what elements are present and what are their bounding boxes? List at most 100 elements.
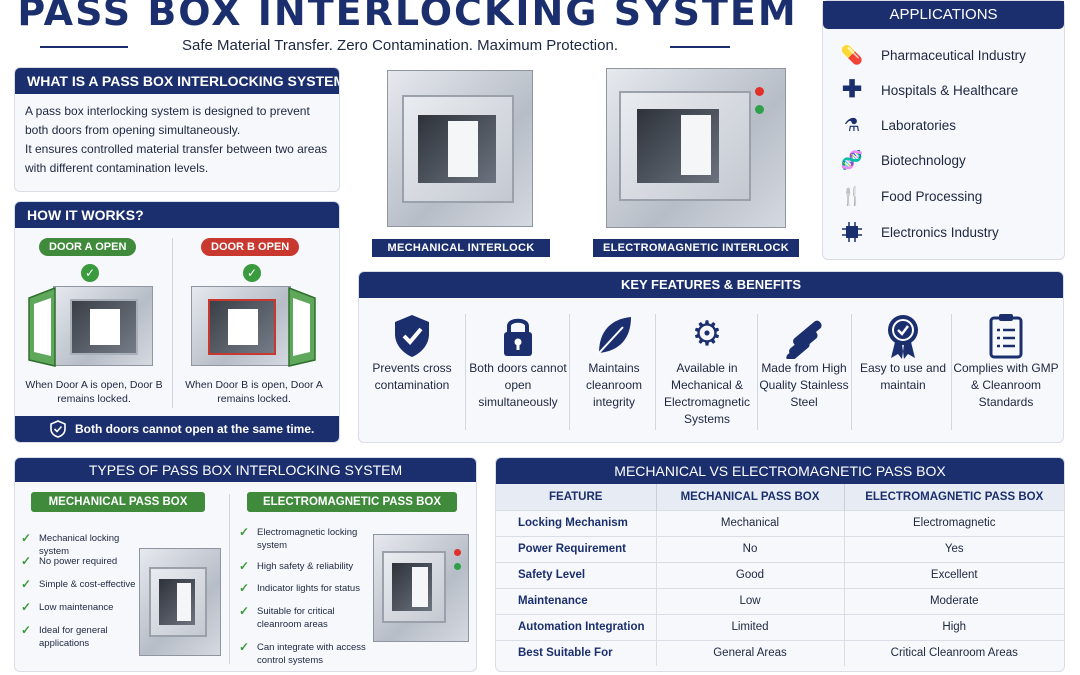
row-feature: Power Requirement (496, 535, 657, 562)
application-item: 🧬Biotechnology (839, 149, 966, 171)
check-icon: ✓ (239, 525, 250, 539)
check-icon: ✓ (21, 577, 32, 591)
feature-item: ⚙ Available in Mechanical & Electromagne… (657, 308, 757, 438)
fork-knife-icon: 🍴 (840, 186, 864, 206)
bullet-text: High safety & reliability (257, 561, 354, 572)
how-it-works-heading: HOW IT WORKS? (15, 202, 339, 228)
subtitle-divider-right (670, 46, 730, 48)
row-feature: Locking Mechanism (496, 509, 657, 536)
what-is-heading: WHAT IS A PASS BOX INTERLOCKING SYSTEM? (15, 68, 339, 94)
column-header: ELECTROMAGNETIC PASS BOX (844, 484, 1064, 510)
types-heading: TYPES OF PASS BOX INTERLOCKING SYSTEM (15, 458, 476, 482)
row-electromagnetic: Critical Cleanroom Areas (844, 639, 1064, 666)
capsule-icon: 💊 (840, 45, 864, 65)
feature-divider (569, 314, 570, 430)
application-item: Electronics Industry (839, 221, 999, 243)
feature-divider (655, 314, 656, 430)
applications-panel: APPLICATIONS 💊Pharmaceutical Industry ✚H… (822, 0, 1065, 260)
mechanical-bullet: ✓ Simple & cost-effective (21, 578, 151, 591)
how-it-works-panel: HOW IT WORKS? DOOR A OPEN ✓ When Door A … (14, 201, 340, 443)
red-indicator-light (755, 87, 764, 96)
table-row: Power Requirement No Yes (496, 535, 1064, 562)
shield-check-icon (50, 420, 66, 438)
comparison-panel: MECHANICAL VS ELECTROMAGNETIC PASS BOX F… (495, 457, 1065, 672)
electromagnetic-interlock-label: ELECTROMAGNETIC INTERLOCK (593, 239, 799, 257)
table-row: Automation Integration Limited High (496, 613, 1064, 640)
bullet-text: No power required (39, 556, 118, 567)
door-b-caption: When Door B is open, Door A remains lock… (185, 379, 323, 405)
bullet-text: Indicator lights for status (257, 583, 360, 594)
row-electromagnetic: Moderate (844, 587, 1064, 614)
mechanical-bullet: ✓ Mechanical locking system (21, 532, 151, 558)
medical-cross-icon: ✚ (841, 76, 863, 103)
feature-item: Prevents cross contamination (365, 308, 459, 438)
bullet-text: Ideal for general applications (39, 625, 108, 649)
application-item: 🍴 Food Processing (839, 185, 983, 207)
feature-divider (465, 314, 466, 430)
flask-icon: ⚗ (843, 115, 861, 135)
feature-text: Complies with GMP & Cleanroom Standards (953, 361, 1059, 409)
check-icon: ✓ (21, 554, 32, 568)
column-header: FEATURE (496, 484, 657, 510)
award-badge-icon (853, 308, 953, 360)
check-circle-icon: ✓ (81, 264, 99, 282)
interlock-rule-text: Both doors cannot open at the same time. (75, 422, 315, 436)
check-icon: ✓ (21, 531, 32, 545)
door-a-caption: When Door A is open, Door B remains lock… (25, 379, 163, 405)
feature-item: Maintains cleanroom integrity (573, 308, 655, 438)
electromagnetic-pass-box-image (606, 68, 786, 228)
comparison-heading: MECHANICAL VS ELECTROMAGNETIC PASS BOX (496, 458, 1064, 484)
bullet-text: Mechanical locking system (39, 533, 120, 557)
check-icon: ✓ (21, 600, 32, 614)
feature-text: Available in Mechanical & Electromagneti… (663, 361, 751, 426)
mechanical-bullet: ✓ No power required (21, 555, 151, 568)
row-feature: Best Suitable For (496, 639, 657, 666)
mechanical-bullet: ✓Ideal for general applications (21, 624, 131, 650)
checklist-icon (953, 308, 1059, 360)
electromagnetic-bullet: ✓ Suitable for critical cleanroom areas (239, 605, 359, 631)
feature-text: Made from High Quality Stainless Steel (759, 361, 849, 409)
row-feature: Automation Integration (496, 613, 657, 640)
row-mechanical: No (656, 535, 845, 562)
table-row: Locking Mechanism Mechanical Electromagn… (496, 509, 1064, 536)
electromagnetic-bullet: ✓Electromagnetic locking system (239, 526, 369, 552)
row-mechanical: Good (656, 561, 845, 588)
bullet-text: Can integrate with access control system… (257, 642, 366, 666)
how-divider (172, 238, 173, 408)
open-door-b-icon (288, 286, 316, 367)
application-label: Electronics Industry (881, 224, 999, 240)
electromagnetic-bullet: ✓Indicator lights for status (239, 582, 369, 595)
padlock-icon (469, 308, 567, 360)
types-divider (229, 494, 230, 664)
application-label: Biotechnology (881, 152, 966, 168)
red-indicator-light (454, 549, 461, 556)
door-a-open-badge: DOOR A OPEN (39, 238, 137, 256)
what-is-panel: WHAT IS A PASS BOX INTERLOCKING SYSTEM? … (14, 67, 340, 192)
feature-divider (757, 314, 758, 430)
electromagnetic-pass-box-image (373, 534, 469, 642)
table-row: Best Suitable For General Areas Critical… (496, 639, 1064, 666)
types-panel: TYPES OF PASS BOX INTERLOCKING SYSTEM ME… (14, 457, 477, 672)
check-icon: ✓ (239, 640, 250, 654)
comparison-table: FEATURE MECHANICAL PASS BOX ELECTROMAGNE… (496, 484, 1064, 666)
application-label: Food Processing (881, 188, 983, 204)
mechanical-pass-box-pill: MECHANICAL PASS BOX (31, 492, 205, 512)
bullet-text: Suitable for critical cleanroom areas (257, 606, 335, 630)
table-row: Maintenance Low Moderate (496, 587, 1064, 614)
feature-item: Easy to use and maintain (853, 308, 953, 438)
feature-item: Both doors cannot open simultaneously (469, 308, 567, 438)
steel-pipes-icon (759, 308, 849, 362)
electromagnetic-bullet: ✓ Can integrate with access control syste… (239, 641, 369, 667)
row-mechanical: General Areas (656, 639, 845, 666)
application-item: 💊Pharmaceutical Industry (839, 44, 1026, 66)
feature-divider (851, 314, 852, 430)
mechanical-bullet: ✓Low maintenance (21, 601, 151, 614)
check-icon: ✓ (239, 604, 250, 618)
check-icon: ✓ (239, 559, 250, 573)
feature-text: Both doors cannot open simultaneously (469, 361, 567, 409)
row-feature: Maintenance (496, 587, 657, 614)
leaf-icon (573, 308, 655, 360)
bullet-text: Simple & cost-effective (39, 579, 136, 590)
row-electromagnetic: High (844, 613, 1064, 640)
row-electromagnetic: Excellent (844, 561, 1064, 588)
